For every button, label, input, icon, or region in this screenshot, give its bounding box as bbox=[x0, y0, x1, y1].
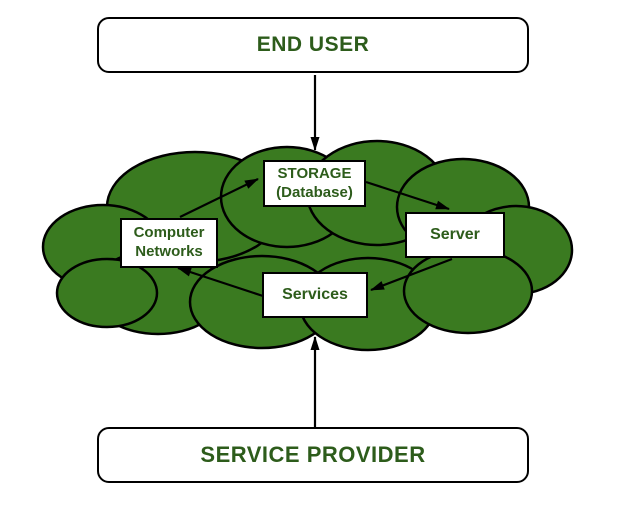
node-services: Services bbox=[262, 272, 368, 318]
end-user-label: END USER bbox=[256, 32, 370, 56]
computer-networks-label-line2: Networks bbox=[135, 243, 203, 260]
arrow-storage-to-server bbox=[365, 180, 450, 211]
storage-label-line2: (Database) bbox=[276, 183, 353, 201]
node-service-provider: SERVICE PROVIDER bbox=[97, 427, 529, 483]
node-storage: STORAGE (Database) bbox=[263, 160, 366, 207]
server-label: Server bbox=[430, 226, 480, 243]
arrow-networks-to-storage bbox=[179, 178, 259, 218]
services-label: Services bbox=[282, 286, 348, 303]
arrow-services-to-networks bbox=[177, 266, 264, 298]
node-computer-networks: Computer Networks bbox=[120, 218, 218, 268]
storage-label-line1: STORAGE bbox=[277, 164, 352, 182]
service-provider-label: SERVICE PROVIDER bbox=[200, 442, 426, 468]
arrow-server-to-services bbox=[370, 257, 453, 292]
node-server: Server bbox=[405, 212, 505, 258]
computer-networks-label-line1: Computer bbox=[133, 224, 205, 242]
node-end-user: END USER bbox=[97, 17, 529, 73]
